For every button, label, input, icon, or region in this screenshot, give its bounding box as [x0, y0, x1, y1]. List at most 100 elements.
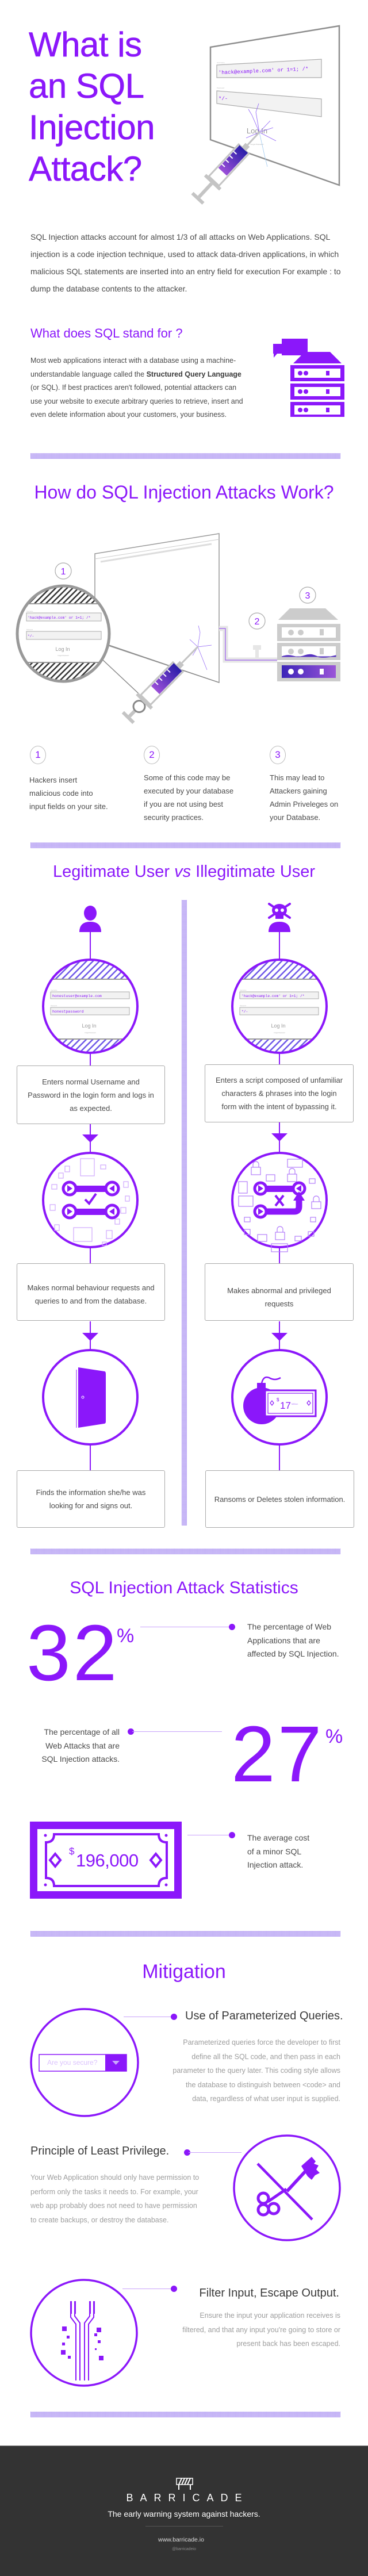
connector-line — [132, 1731, 222, 1732]
login-label: Log In — [271, 1023, 285, 1029]
footer-rule — [145, 2526, 223, 2527]
section-divider — [30, 2412, 340, 2417]
section-divider — [30, 453, 340, 459]
text-part: Most web applications interact with a da… — [30, 356, 236, 378]
password-value: */- — [218, 96, 228, 102]
connector-dot — [128, 1728, 134, 1735]
password-label: Password — [217, 87, 225, 89]
legit-step-box: Enters normal Username and Password in t… — [17, 1065, 165, 1124]
username-value: honestuser@example.com — [52, 994, 102, 998]
syringe-icon — [121, 646, 199, 724]
login-label: Log In — [55, 646, 70, 652]
versus-heading: Legitimate User vs Illegitimate User — [0, 862, 368, 881]
footer: BARRICADE The early warning system again… — [0, 2445, 368, 2576]
stats-heading: SQL Injection Attack Statistics — [70, 1578, 298, 1597]
username-value: 'hack@example.com' or 1=1; /* — [241, 994, 305, 998]
normal-requests-icon — [42, 1152, 139, 1248]
mitigation-title: Use of Parameterized Queries. — [185, 2010, 343, 2022]
forgot-label: Forgot Password — [58, 655, 70, 657]
password-label: Password — [240, 1005, 247, 1007]
how-heading: How do SQL Injection Attacks Work? — [34, 482, 334, 503]
section-divider — [30, 1931, 340, 1937]
website-link[interactable]: www.barricade.io — [158, 2536, 204, 2543]
login-label: Log In — [247, 126, 267, 135]
versus-diagram: Username honestuser@example.com Password… — [42, 903, 328, 1470]
door-icon — [42, 1349, 139, 1446]
title-line: What is — [29, 25, 143, 64]
mitigation-title: Filter Input, Escape Output. — [199, 2287, 339, 2299]
login-form-magnifier: Username honestuser@example.com Password… — [42, 959, 139, 1054]
username-field — [216, 59, 322, 78]
privileged-requests-icon — [231, 1152, 328, 1252]
stat-value: 27 — [231, 1710, 324, 1799]
how-diagram: Username 'hack@example.com' or 1=1; /* P… — [16, 533, 340, 724]
mitigation-title: Principle of Least Privilege. — [30, 2145, 170, 2157]
sql-meaning-text: Most web applications interact with a da… — [30, 354, 244, 422]
step-text: Hackers insert malicious code into input… — [29, 776, 108, 811]
pipe-icon — [219, 626, 277, 663]
login-form-magnifier: Username 'hack@example.com' or 1=1; /* P… — [231, 959, 328, 1054]
heading-left: Legitimate User — [52, 862, 170, 881]
bold-term: Structured Query Language — [146, 370, 241, 378]
cost-amount: 196,000 — [76, 1850, 139, 1870]
stat-text: The percentage of Web Applications that … — [247, 1622, 339, 1658]
text-part: (or SQL). If best practices aren't follo… — [30, 384, 243, 419]
circuit-filter-icon — [30, 2279, 138, 2387]
money-bill-icon: $ 196,000 — [30, 1822, 182, 1899]
step-marker: 3 — [299, 586, 316, 604]
syringe-icon — [191, 131, 261, 205]
password-value: honestpassword — [52, 1010, 84, 1014]
section-divider — [30, 1548, 340, 1554]
legit-step-box: Finds the information she/he was looking… — [17, 1470, 165, 1528]
sql-meaning-heading: What does SQL stand for ? — [30, 326, 183, 340]
database-server-chat-icon — [273, 339, 344, 417]
mitigation-heading: Mitigation — [142, 1961, 226, 1983]
connector-line — [122, 2288, 172, 2289]
secure-dropdown-icon — [30, 2008, 139, 2117]
brand-name: BARRICADE — [126, 2492, 249, 2504]
user-icon — [79, 906, 101, 932]
connector-dot — [229, 1832, 235, 1838]
heading-right: Illegitimate User — [195, 862, 316, 881]
forgot-label: Forgot Password — [85, 1032, 97, 1034]
username-label: Username — [51, 990, 57, 991]
mitigation-text: Parameterized queries force the develope… — [172, 2038, 340, 2103]
cost-currency: $ — [69, 1846, 75, 1857]
column-divider — [182, 900, 187, 1525]
legit-step-box: Makes normal behaviour requests and quer… — [17, 1263, 165, 1321]
tagline: The early warning system against hackers… — [108, 2509, 260, 2518]
step-marker: 2 — [248, 612, 266, 630]
svg-text:1: 1 — [61, 567, 66, 577]
connector-dot — [229, 1624, 235, 1630]
bill-currency: $ — [277, 1397, 279, 1402]
username-value: 'hack@example.com' or 1=1; /* — [28, 616, 91, 620]
password-value: */- — [28, 634, 34, 638]
step-number: 2 — [144, 746, 160, 764]
connector-line — [189, 2152, 241, 2153]
select-placeholder: Are you secure? — [47, 2058, 98, 2067]
arrow-down-icon — [82, 1133, 288, 1341]
password-label: Password — [51, 1005, 57, 1007]
step-number: 3 — [270, 746, 286, 764]
title-line: an SQL — [29, 67, 145, 106]
step-text: This may lead to Attackers gaining Admin… — [270, 773, 339, 822]
bomb-money-icon: $ 17 Million — [231, 1349, 328, 1446]
stat-unit: % — [117, 1625, 135, 1647]
illegit-step-box: Enters a script composed of unfamiliar c… — [205, 1064, 354, 1122]
heading-vs: vs — [174, 862, 191, 881]
bill-amount: 17 — [280, 1400, 291, 1411]
illegit-step-box: Ransoms or Deletes stolen information. — [205, 1470, 354, 1528]
check-icon — [84, 1193, 97, 1206]
intro-text: SQL Injection attacks account for almost… — [30, 232, 341, 293]
illegit-step-box: Makes abnormal and privileged requests — [205, 1263, 354, 1321]
mitigation-text: Your Web Application should only have pe… — [30, 2174, 200, 2224]
database-server-icon — [277, 608, 340, 681]
connector-dot — [171, 2014, 177, 2020]
twitter-handle-link[interactable]: @barricadeio — [172, 2547, 196, 2551]
title-line: Attack? — [29, 150, 143, 189]
stat-text: The average cost of a minor SQL Injectio… — [247, 1833, 310, 1869]
password-field — [216, 90, 322, 117]
skull-icon — [268, 903, 291, 932]
password-label: Password — [26, 629, 33, 631]
